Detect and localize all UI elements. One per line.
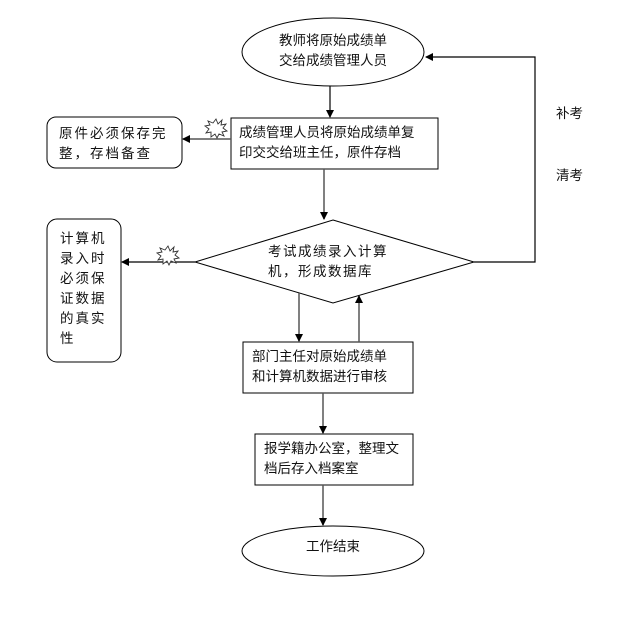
enter-computer-text: 考试成绩录入计算 机，形成数据库: [268, 242, 418, 282]
note-accuracy-line-6: 性: [60, 331, 76, 347]
note-accuracy-line-2: 录入时: [60, 251, 107, 267]
note-original-text: 原件必须保存完 整，存档备查: [59, 124, 184, 164]
start-line-1: 教师将原始成绩单: [279, 33, 387, 49]
loop-label-makeup-exam: 补考: [556, 106, 583, 122]
starburst-icon: [155, 245, 181, 267]
edge-loop-diamond-to-start: [425, 53, 536, 263]
review-line-1: 部门主任对原始成绩单: [252, 349, 387, 365]
enter-computer-line-1: 考试成绩录入计算: [268, 244, 388, 260]
archive-box: [254, 433, 414, 486]
note-accuracy-line-3: 必须保: [60, 271, 107, 287]
end-line-1: 工作结束: [306, 539, 360, 555]
enter-computer-line-2: 机，形成数据库: [268, 264, 373, 280]
note-original-line-2: 整，存档备查: [59, 146, 152, 162]
review-box: [242, 341, 414, 394]
review-line-2: 和计算机数据进行审核: [252, 369, 387, 385]
enter-computer-diamond: [193, 219, 476, 304]
note-accuracy-line-4: 证数据: [60, 291, 107, 307]
end-ellipse: [241, 525, 425, 577]
copy-step-text: 成绩管理人员将原始成绩单复 印交交给班主任，原件存档: [239, 123, 439, 163]
copy-step-line-2: 印交交给班主任，原件存档: [239, 145, 401, 161]
end-node-text: 工作结束: [250, 537, 416, 557]
start-node-text: 教师将原始成绩单 交给成绩管理人员: [250, 31, 416, 71]
note-original-line-1: 原件必须保存完: [59, 126, 168, 142]
note-accuracy-line-5: 的真实: [60, 311, 107, 327]
review-text: 部门主任对原始成绩单 和计算机数据进行审核: [252, 347, 414, 387]
start-ellipse: [241, 17, 425, 87]
note-accuracy-box: [46, 218, 122, 363]
archive-line-2: 档后存入档案室: [264, 461, 359, 477]
archive-line-1: 报学籍办公室，整理文: [264, 441, 399, 457]
note-accuracy-line-1: 计算机: [60, 231, 107, 247]
archive-text: 报学籍办公室，整理文 档后存入档案室: [264, 439, 414, 479]
copy-step-line-1: 成绩管理人员将原始成绩单复: [239, 125, 415, 141]
start-line-2: 交给成绩管理人员: [279, 53, 387, 69]
copy-step-box: [230, 117, 439, 170]
loop-label-clearance-exam: 清考: [556, 168, 583, 184]
starburst-icon: [203, 118, 229, 140]
note-accuracy-text: 计算机 录入时 必须保 证数据 的真实 性: [60, 229, 122, 349]
